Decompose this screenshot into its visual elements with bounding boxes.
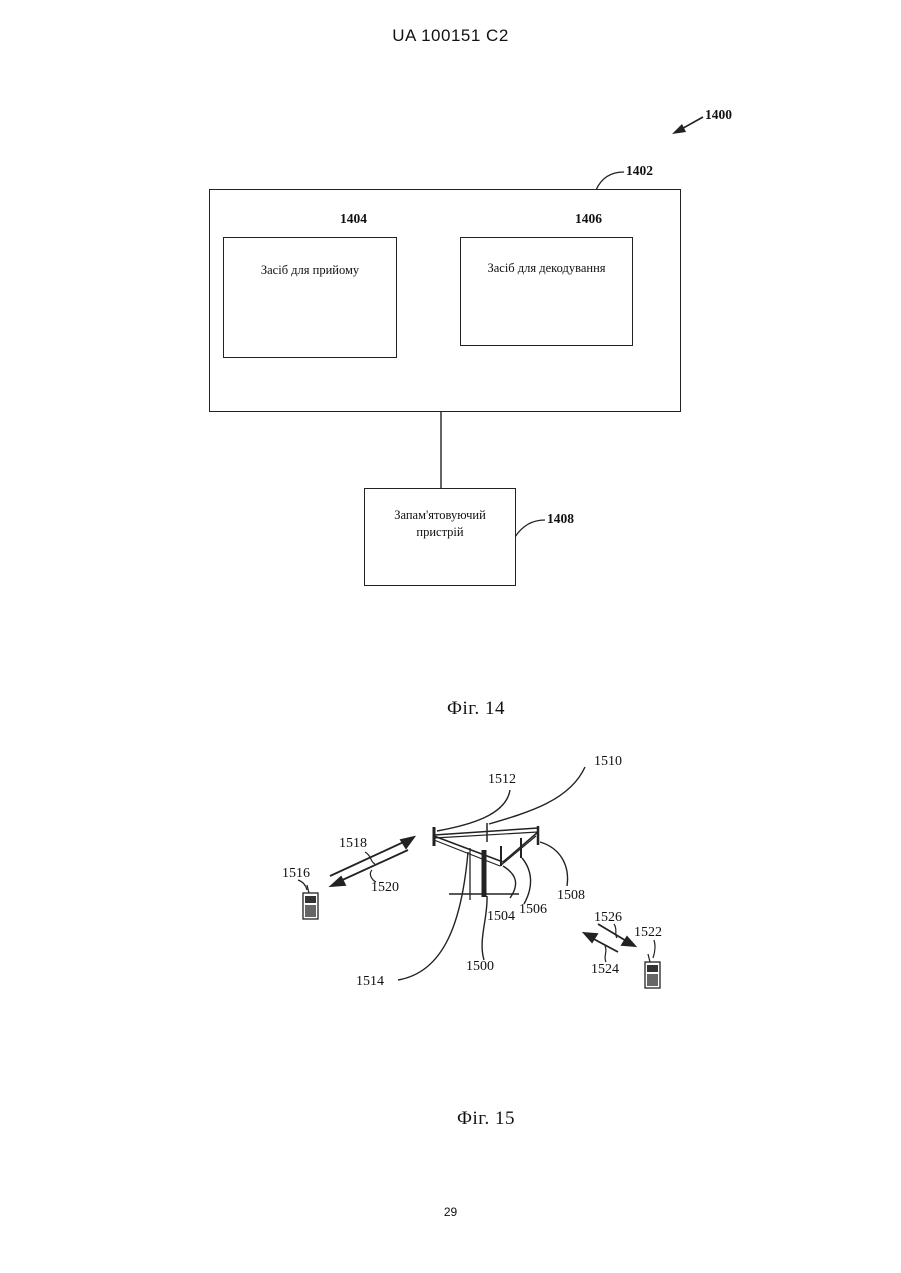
page-number: 29 (0, 1205, 901, 1219)
ref-1526: 1526 (594, 910, 622, 926)
reverse-link-1520-arrow (338, 850, 408, 882)
ref-1500-leader (482, 896, 487, 960)
ref-1514: 1514 (356, 974, 384, 990)
access-terminal-1522-icon (645, 954, 660, 988)
ref-1524-leader (605, 946, 606, 962)
fig15-caption: Фіг. 15 (457, 1108, 515, 1130)
ref-1508: 1508 (557, 888, 585, 904)
ref-1512-leader (437, 790, 510, 831)
ref-1526-leader (614, 924, 617, 938)
ref-1504: 1504 (487, 909, 515, 925)
ref-1524: 1524 (591, 962, 619, 978)
ref-1514-leader (398, 852, 468, 980)
ref-1506-leader (522, 858, 531, 904)
ref-1522: 1522 (634, 925, 662, 941)
ref-1500: 1500 (466, 959, 494, 975)
ref-1520: 1520 (371, 880, 399, 896)
ref-1510: 1510 (594, 754, 622, 770)
ref-1504-leader (503, 866, 516, 898)
ref-1512: 1512 (488, 772, 516, 788)
antenna-array (434, 823, 538, 900)
access-terminal-1516-icon (303, 885, 318, 919)
ref-1518: 1518 (339, 836, 367, 852)
ref-1506: 1506 (519, 902, 547, 918)
antenna-mid-beam (434, 832, 538, 838)
ref-1516: 1516 (282, 866, 310, 882)
forward-link-1526-arrow (598, 924, 628, 942)
ref-1508-leader (540, 842, 568, 886)
ref-1522-leader (653, 940, 655, 958)
ref-1518-leader (365, 852, 375, 864)
